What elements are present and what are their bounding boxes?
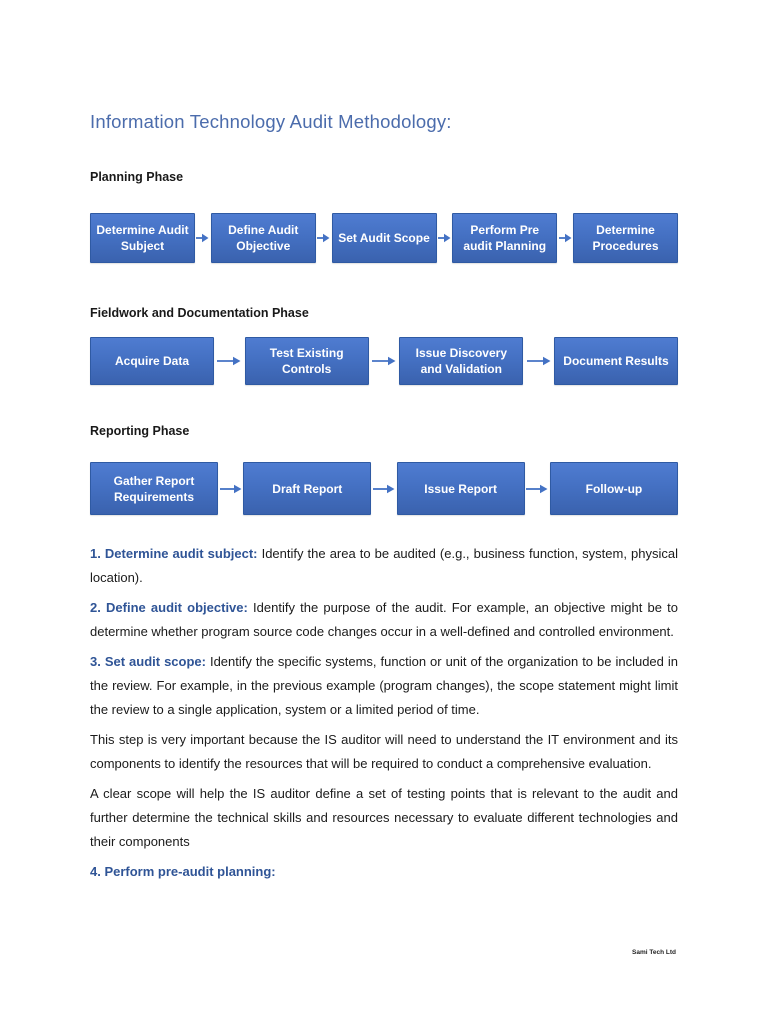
flow-step-box: Test Existing Controls (244, 337, 369, 385)
flow-arrow-icon (526, 356, 551, 366)
flow-step-box: Set Audit Scope (331, 213, 437, 263)
paragraph-body: Identify the specific systems, function … (90, 654, 678, 717)
paragraph-body: A clear scope will help the IS auditor d… (90, 786, 678, 849)
flowchart-fieldwork: Acquire Data Test Existing Controls Issu… (90, 337, 678, 385)
flow-step-box: Issue Report (396, 462, 525, 515)
flow-arrow-icon (196, 233, 209, 243)
flow-arrow-icon (437, 233, 451, 243)
flow-step-box: Gather Report Requirements (90, 462, 218, 515)
flow-step-box: Document Results (553, 337, 678, 385)
flow-step-box: Draft Report (243, 462, 372, 515)
paragraph-body: Identify the area to be audited (e.g., b… (90, 546, 678, 585)
paragraph-body: This step is very important because the … (90, 732, 678, 771)
flowchart-reporting: Gather Report Requirements Draft Report … (90, 462, 678, 515)
flow-step-box: Define Audit Objective (210, 213, 316, 263)
page-title: Information Technology Audit Methodology… (90, 111, 452, 132)
paragraph: 4. Perform pre-audit planning: (90, 860, 678, 884)
body-text: 1. Determine audit subject: Identify the… (90, 542, 678, 884)
phase-heading-fieldwork: Fieldwork and Documentation Phase (90, 306, 309, 320)
flow-step-box: Determine Procedures (573, 213, 678, 263)
flow-step-box: Acquire Data (90, 337, 214, 385)
paragraph: 1. Determine audit subject: Identify the… (90, 542, 678, 590)
paragraph: This step is very important because the … (90, 728, 678, 776)
paragraph: 3. Set audit scope: Identify the specifi… (90, 650, 678, 722)
flow-arrow-icon (317, 233, 330, 243)
flow-arrow-icon (219, 484, 242, 493)
flow-arrow-icon (217, 356, 241, 366)
phase-heading-planning: Planning Phase (90, 170, 184, 184)
flow-step-box: Determine Audit Subject (90, 213, 195, 263)
flow-arrow-icon (372, 484, 395, 493)
flow-arrow-icon (371, 356, 396, 366)
paragraph-lead: 3. Set audit scope: (90, 654, 206, 669)
paragraph-lead: 1. Determine audit subject: (90, 546, 258, 561)
paragraph: A clear scope will help the IS auditor d… (90, 782, 678, 854)
flowchart-planning: Determine Audit Subject Define Audit Obj… (90, 213, 678, 263)
flow-step-box: Perform Pre audit Planning (452, 213, 558, 263)
flow-step-box: Follow-up (549, 462, 678, 515)
phase-heading-reporting: Reporting Phase (90, 424, 190, 438)
footer-company-name: Sami Tech Ltd (632, 949, 676, 956)
flow-step-box: Issue Discovery and Validation (399, 337, 524, 385)
paragraph-lead: 2. Define audit objective: (90, 600, 248, 615)
flow-arrow-icon (526, 484, 548, 493)
paragraph-body: Identify the purpose of the audit. For e… (90, 600, 678, 639)
paragraph: 2. Define audit objective: Identify the … (90, 596, 678, 644)
paragraph-lead: 4. Perform pre-audit planning: (90, 864, 276, 879)
flow-arrow-icon (558, 233, 572, 243)
